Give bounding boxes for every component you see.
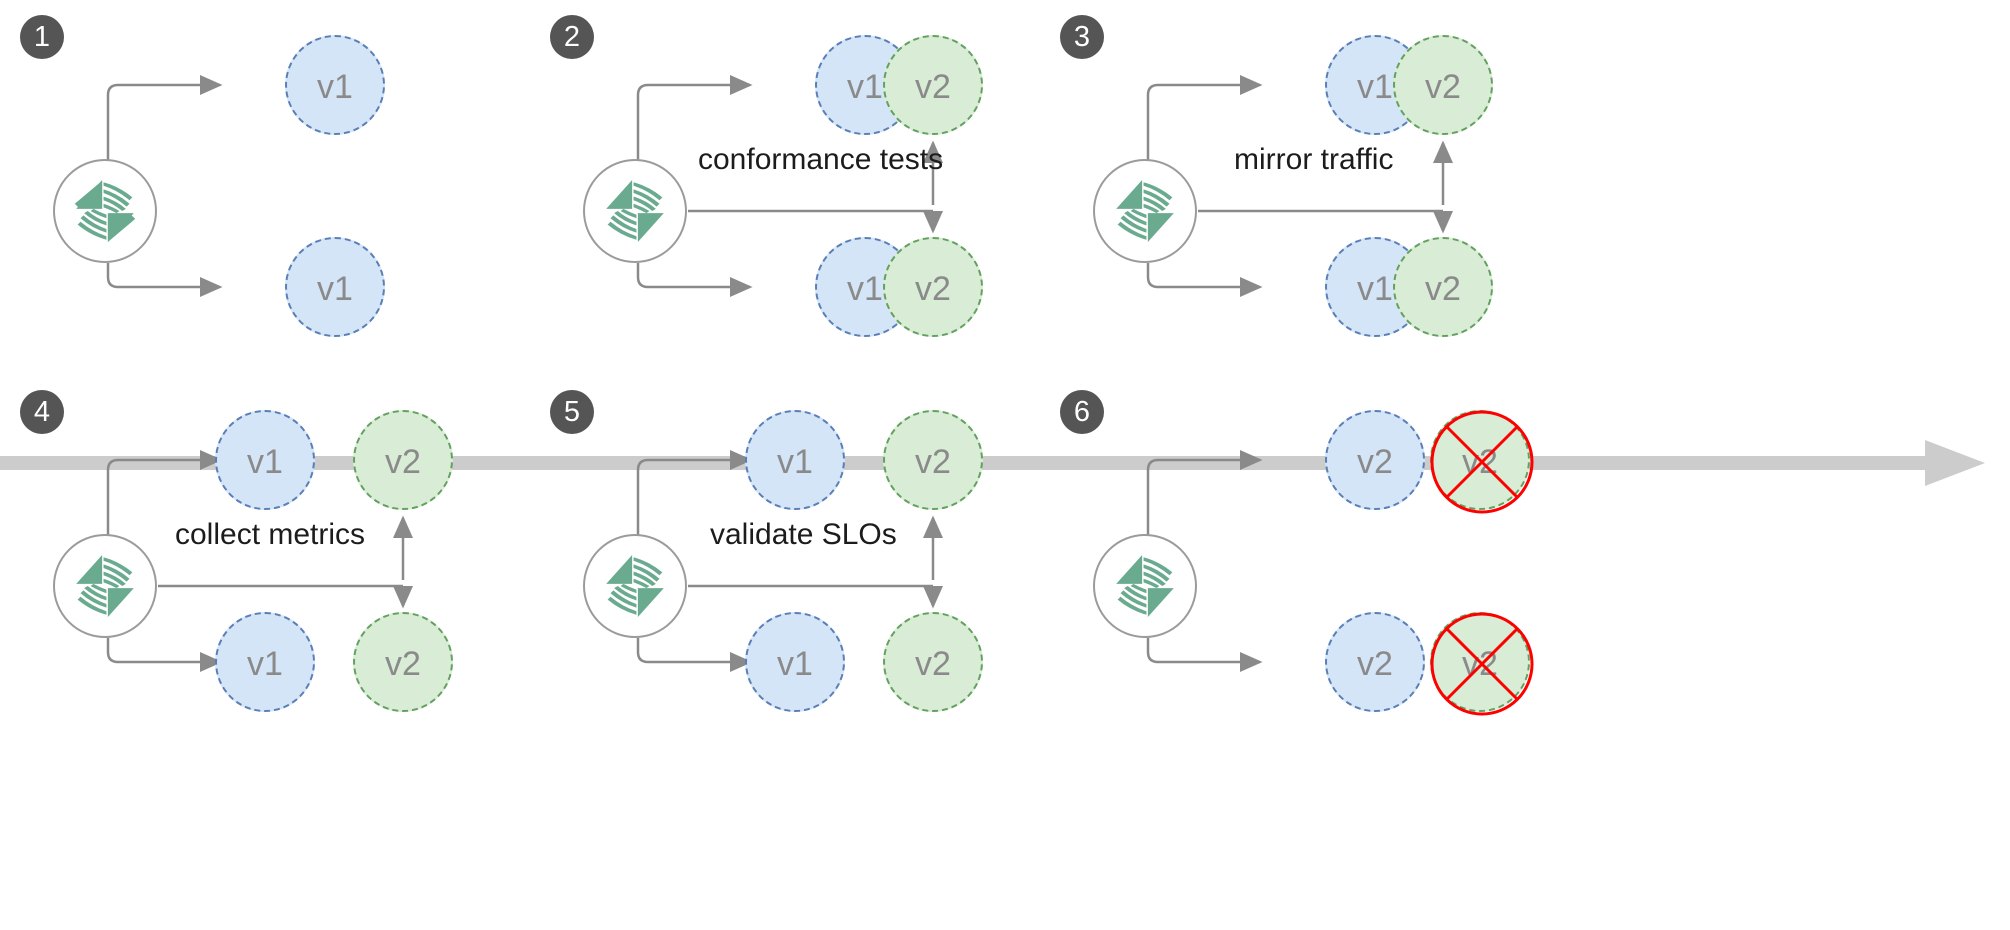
node-label: v2: [1357, 645, 1393, 683]
linkerd-logo-icon: [74, 180, 136, 242]
panel-step-5: 5: [550, 390, 1050, 730]
node-label: v2: [1425, 68, 1461, 106]
workload-node-bottom-primary: v2: [1325, 612, 1425, 712]
step-badge-5: 5: [550, 390, 594, 434]
workload-node-bottom-primary: v1: [285, 237, 385, 337]
workload-node-bottom-primary: v1: [215, 612, 315, 712]
linkerd-logo-icon: [606, 555, 664, 617]
step-badge-6: 6: [1060, 390, 1104, 434]
step-badge-2: 2: [550, 15, 594, 59]
service-mesh-hub-1: [53, 159, 157, 263]
node-label: v2: [915, 645, 951, 683]
node-label: v1: [1357, 68, 1393, 106]
edge-label-3: mirror traffic: [1234, 143, 1394, 176]
linkerd-logo-icon: [1116, 555, 1174, 617]
service-mesh-hub-2: [583, 159, 687, 263]
linkerd-logo-icon: [76, 555, 134, 617]
workload-node-top-secondary: v2: [883, 35, 983, 135]
workload-node-top-secondary: v2: [883, 410, 983, 510]
node-label: v2: [385, 443, 421, 481]
workload-node-top-secondary: v2: [1393, 35, 1493, 135]
node-label: v1: [777, 443, 813, 481]
step-badge-4: 4: [20, 390, 64, 434]
workload-node-top-secondary: v2: [353, 410, 453, 510]
node-label: v2: [915, 270, 951, 308]
service-mesh-hub-4: [53, 534, 157, 638]
node-label: v1: [777, 645, 813, 683]
node-label: v1: [1357, 270, 1393, 308]
panel-step-6: 6: [1060, 390, 1560, 730]
service-mesh-hub-5: [583, 534, 687, 638]
edge-label-2: conformance tests: [698, 143, 944, 176]
service-mesh-hub-3: [1093, 159, 1197, 263]
edge-label-4: collect metrics: [175, 518, 366, 551]
step-badge-3: 3: [1060, 15, 1104, 59]
workload-node-bottom-secondary: v2: [883, 612, 983, 712]
workload-node-bottom-primary: v1: [745, 612, 845, 712]
node-label: v1: [317, 270, 353, 308]
workload-node-bottom-secondary: v2: [353, 612, 453, 712]
workload-node-bottom-secondary-retired: v2: [1430, 612, 1534, 716]
node-label: v2: [915, 443, 951, 481]
workload-node-bottom-secondary: v2: [883, 237, 983, 337]
retired-cross-icon: [1430, 612, 1534, 716]
retired-cross-icon: [1430, 410, 1534, 514]
node-label: v2: [385, 645, 421, 683]
workload-node-bottom-secondary: v2: [1393, 237, 1493, 337]
node-label: v2: [1425, 270, 1461, 308]
node-label: v1: [247, 645, 283, 683]
node-label: v2: [1357, 443, 1393, 481]
workload-node-top-primary: v2: [1325, 410, 1425, 510]
panel-step-1: 1: [20, 15, 520, 355]
edge-label-5: validate SLOs: [710, 518, 897, 551]
node-label: v2: [915, 68, 951, 106]
workload-node-top-primary: v1: [215, 410, 315, 510]
workload-node-top-primary: v1: [285, 35, 385, 135]
step-badge-1: 1: [20, 15, 64, 59]
linkerd-logo-icon: [606, 180, 664, 242]
time-arrow: [0, 440, 1985, 486]
node-label: v1: [847, 68, 883, 106]
linkerd-logo-icon: [1116, 180, 1174, 242]
panel-step-4: 4: [20, 390, 520, 730]
workload-node-top-secondary-retired: v2: [1430, 410, 1534, 514]
panel-step-3: 3: [1060, 15, 1560, 355]
node-label: v1: [847, 270, 883, 308]
panel-step-2: 2: [550, 15, 1050, 355]
node-label: v1: [247, 443, 283, 481]
node-label: v1: [317, 68, 353, 106]
workload-node-top-primary: v1: [745, 410, 845, 510]
service-mesh-hub-6: [1093, 534, 1197, 638]
